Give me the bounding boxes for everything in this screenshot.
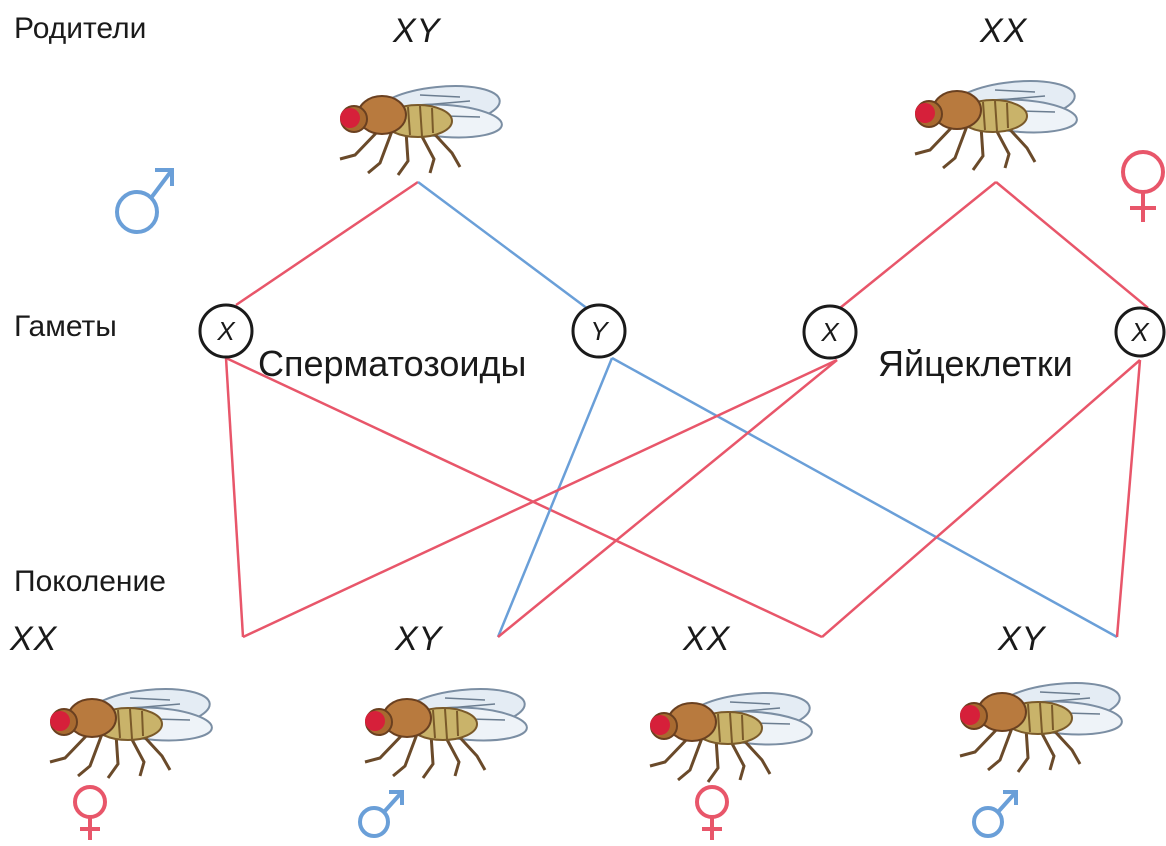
female-parent-fly-icon <box>913 74 1080 172</box>
offspring-3-genotype: XX <box>683 620 731 658</box>
gamete-egg-x-1: X <box>802 304 858 360</box>
gamete-sperm-x: X <box>198 303 254 359</box>
gamete-sperm-y: Y <box>571 303 627 359</box>
offspring-2-fly-icon <box>363 682 530 780</box>
female-symbol-icon <box>1121 150 1165 222</box>
gamete-egg-x-1-label: X <box>820 317 840 347</box>
offspring-4-genotype: XY <box>998 620 1046 658</box>
sperm-label: Сперматозоиды <box>258 343 527 384</box>
male-parent-fly-icon <box>338 79 505 177</box>
offspring-1-genotype: XX <box>10 620 58 658</box>
row-label-gametes: Гаметы <box>14 310 117 343</box>
gamete-egg-x-2: X <box>1114 306 1166 358</box>
row-label-generation: Поколение <box>14 565 166 598</box>
female-parent-genotype: XX <box>980 12 1028 50</box>
male-parent-genotype: XY <box>393 12 441 50</box>
gamete-to-offspring-lines <box>224 356 1142 639</box>
offspring-1-female-symbol-icon <box>73 785 107 840</box>
row-label-parents: Родители <box>14 12 147 45</box>
gamete-sperm-x-label: X <box>216 316 236 346</box>
offspring-3-fly-icon <box>648 686 815 784</box>
offspring-4-male-symbol-icon <box>972 790 1018 838</box>
gamete-egg-x-2-label: X <box>1130 317 1150 347</box>
offspring-3-female-symbol-icon <box>695 785 729 840</box>
male-symbol-icon <box>115 168 174 234</box>
gamete-sperm-y-label: Y <box>590 316 609 346</box>
offspring-1-fly-icon <box>48 682 215 780</box>
offspring-2-genotype: XY <box>395 620 443 658</box>
offspring-2-male-symbol-icon <box>358 790 404 838</box>
parent-to-gamete-lines <box>235 180 1149 320</box>
eggs-label: Яйцеклетки <box>878 343 1073 384</box>
offspring-4-fly-icon <box>958 676 1125 774</box>
